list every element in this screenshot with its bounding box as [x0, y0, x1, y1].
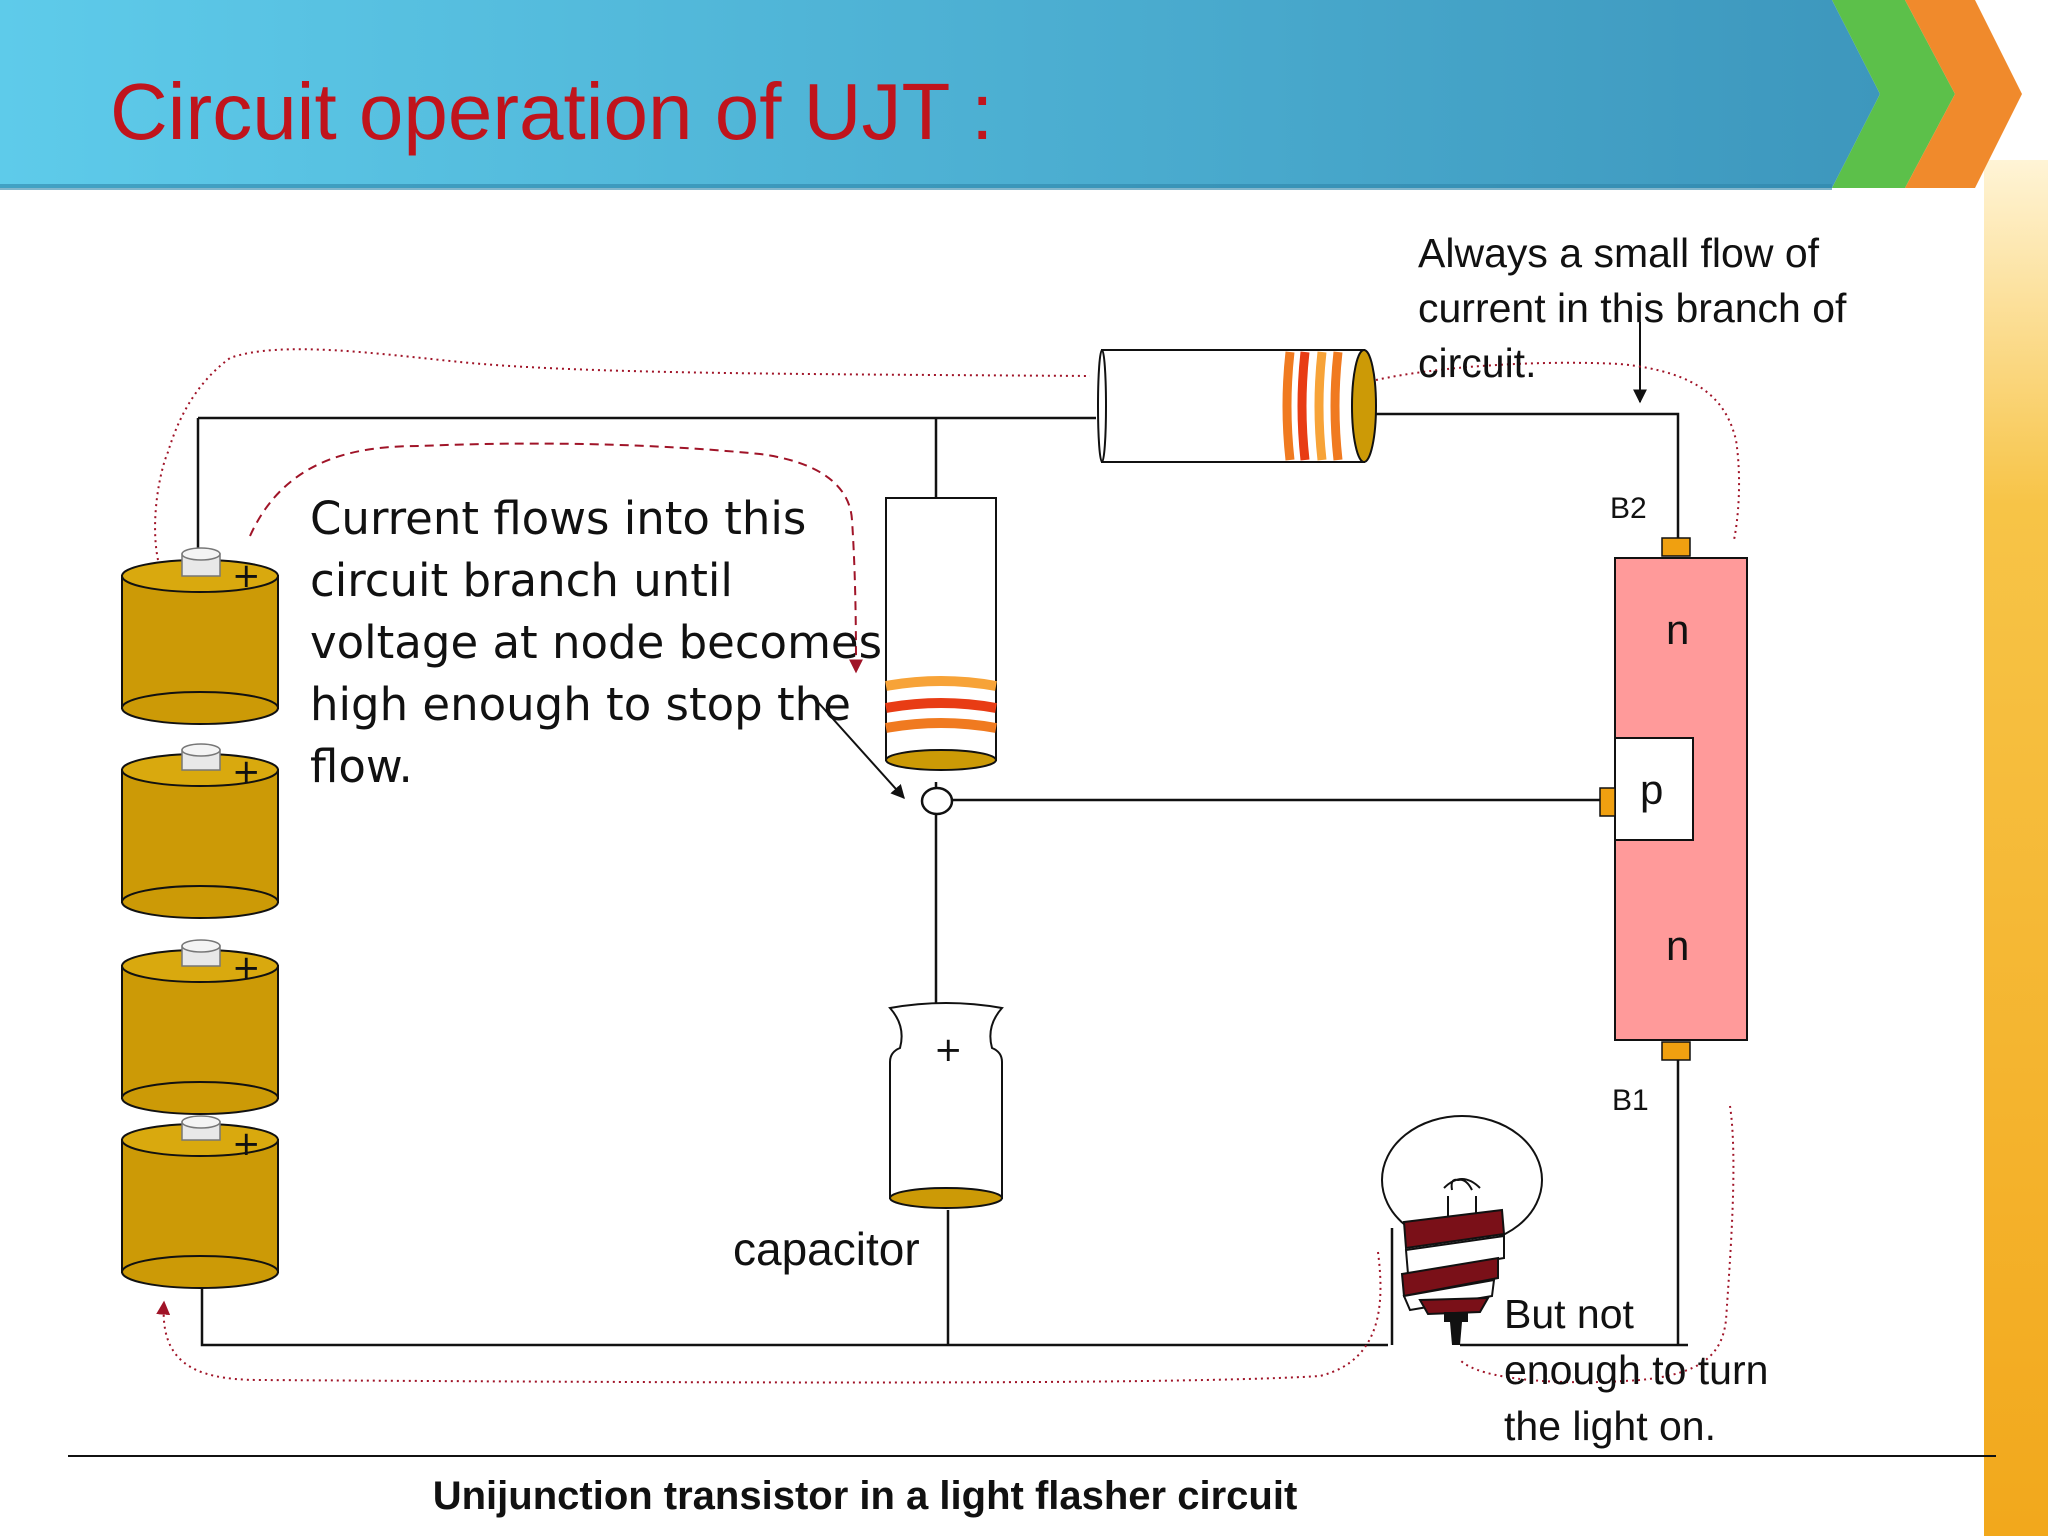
annotation-line: circuit. — [1418, 340, 1537, 386]
battery-plus-sign: + — [232, 752, 261, 792]
annotation-arrows — [815, 322, 1647, 800]
accent-chevron-green — [1832, 0, 1955, 188]
side-bar — [1984, 160, 2048, 1536]
terminal-b2-label: B2 — [1610, 492, 1647, 525]
unijunction-transistor-icon — [1599, 537, 1748, 1061]
annotation-line: enough to turn — [1504, 1347, 1769, 1393]
annotation-resistor-branch: Always a small flow of current in this b… — [1418, 226, 1846, 391]
circuit-node — [920, 786, 954, 816]
battery-plus-sign: + — [232, 948, 261, 988]
accent-chevron-orange — [1905, 0, 2022, 188]
ujt-region-p: p — [1640, 766, 1664, 813]
battery-cell-icon — [121, 1115, 279, 1289]
annotation-line: flow. — [310, 740, 413, 793]
capacitor-plus-sign: + — [934, 1030, 963, 1070]
resistor-icon — [885, 497, 997, 771]
annotation-charging-branch: Current flows into this circuit branch u… — [310, 488, 882, 798]
annotation-line: the light on. — [1504, 1403, 1716, 1449]
battery-cell-icon — [121, 547, 279, 725]
header-banner — [0, 0, 2022, 190]
annotation-line: Always a small flow of — [1418, 230, 1820, 276]
annotation-line: high enough to stop the — [310, 678, 851, 731]
annotation-line: current in this branch of — [1418, 285, 1847, 331]
page-title: Circuit operation of UJT : — [110, 67, 994, 156]
battery-cell-icon — [121, 939, 279, 1115]
ujt-region-n-top: n — [1666, 606, 1690, 653]
capacitor-label: capacitor — [733, 1223, 920, 1275]
battery-plus-sign: + — [232, 556, 261, 596]
light-bulb-icon — [1381, 1115, 1543, 1345]
circuit-wires — [196, 412, 1688, 1347]
current-path — [154, 348, 1741, 1384]
charging-current-arrow — [249, 442, 863, 674]
annotation-line: circuit branch until — [310, 554, 733, 607]
annotation-line: voltage at node becomes — [310, 616, 883, 669]
annotation-lamp-branch: But not enough to turn the light on. — [1504, 1286, 1768, 1454]
capacitor-icon — [888, 1002, 1004, 1209]
battery-cell-icon — [121, 743, 279, 919]
terminal-b1-label: B1 — [1612, 1084, 1649, 1117]
resistor-icon — [1097, 349, 1377, 463]
battery-plus-sign: + — [232, 1124, 261, 1164]
battery-stack — [121, 547, 279, 1289]
slide-caption: Unijunction transistor in a light flashe… — [432, 1474, 1298, 1518]
annotation-line: But not — [1504, 1291, 1634, 1337]
ujt-region-n-bottom: n — [1666, 922, 1690, 969]
annotation-line: Current flows into this — [310, 492, 807, 545]
